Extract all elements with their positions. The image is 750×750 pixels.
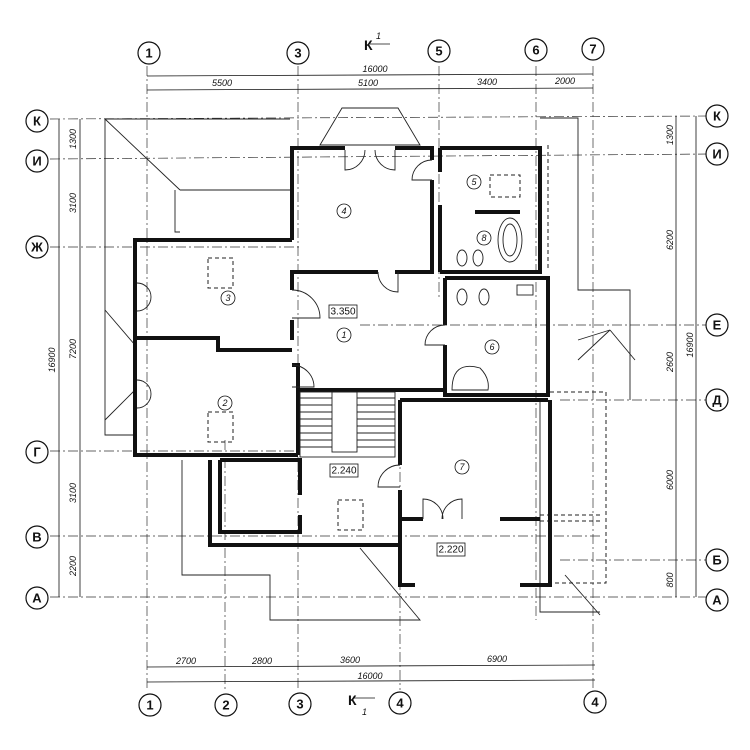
svg-text:5500: 5500 [212, 78, 232, 88]
dimension-labels-bottom: 2700 2800 3600 6900 16000 [175, 654, 507, 681]
svg-text:И: И [712, 147, 721, 162]
svg-text:Б: Б [712, 553, 721, 568]
room-8: 8 [476, 230, 492, 246]
svg-text:2000: 2000 [554, 76, 575, 86]
svg-text:1300: 1300 [68, 129, 78, 149]
axis-markers-bottom: 1 2 3 4 4 [138, 690, 607, 717]
svg-text:16000: 16000 [362, 64, 387, 74]
svg-text:В: В [32, 530, 41, 545]
svg-text:2600: 2600 [665, 352, 675, 373]
room-2: 2 [217, 395, 233, 411]
svg-text:3: 3 [225, 293, 230, 303]
svg-text:К: К [364, 37, 373, 53]
svg-text:3400: 3400 [477, 77, 497, 87]
svg-text:3600: 3600 [340, 655, 360, 665]
room-5: 5 [466, 174, 482, 190]
level-marks: 3.350 2.240 2.220 [328, 304, 466, 557]
svg-text:7: 7 [589, 42, 596, 57]
svg-text:К: К [348, 692, 357, 708]
svg-text:3100: 3100 [68, 483, 78, 503]
bathroom-fixtures [207, 174, 534, 531]
room-6: 6 [484, 339, 500, 355]
dimension-labels-top: 16000 5500 5100 3400 2000 [212, 64, 575, 88]
svg-text:4: 4 [591, 695, 599, 710]
level-2-220: 2.220 [436, 542, 466, 557]
room-7: 7 [454, 459, 470, 475]
svg-text:6900: 6900 [487, 654, 507, 664]
svg-text:1: 1 [146, 698, 153, 713]
svg-text:И: И [32, 154, 41, 169]
svg-text:4: 4 [341, 206, 346, 216]
svg-text:6: 6 [489, 342, 494, 352]
roof-outline [104, 107, 636, 621]
svg-text:2800: 2800 [251, 656, 272, 666]
axis-markers-right: К И Е Д Б А [705, 104, 729, 612]
svg-text:1: 1 [341, 330, 346, 340]
svg-text:3.350: 3.350 [330, 307, 355, 318]
svg-text:2: 2 [222, 698, 229, 713]
svg-text:6000: 6000 [665, 470, 675, 490]
svg-text:2200: 2200 [68, 556, 78, 577]
svg-text:Д: Д [712, 393, 722, 408]
svg-text:7: 7 [459, 462, 465, 472]
svg-text:6200: 6200 [665, 230, 675, 250]
svg-text:Ж: Ж [30, 240, 43, 255]
svg-text:1300: 1300 [665, 125, 675, 145]
room-3: 3 [220, 290, 236, 306]
svg-text:5: 5 [435, 44, 442, 59]
svg-text:1: 1 [376, 31, 381, 41]
room-labels: 1 2 3 4 5 6 7 8 [217, 174, 500, 475]
svg-text:800: 800 [665, 572, 675, 587]
svg-text:К: К [713, 109, 721, 124]
room-4: 4 [336, 203, 352, 219]
dimension-labels-right: 1300 6200 2600 6000 800 16900 [665, 125, 695, 588]
svg-text:1: 1 [362, 707, 367, 717]
svg-text:6: 6 [532, 43, 539, 58]
axis-markers-top: 1 3 5 6 7 [137, 37, 605, 65]
door-swings [136, 149, 463, 520]
svg-text:7200: 7200 [68, 339, 78, 359]
svg-text:4: 4 [396, 696, 404, 711]
svg-text:16900: 16900 [47, 347, 57, 372]
svg-text:16000: 16000 [357, 671, 382, 681]
level-2-240: 2.240 [329, 463, 359, 478]
svg-text:3: 3 [294, 46, 301, 61]
svg-text:А: А [712, 593, 722, 608]
svg-text:1: 1 [145, 46, 152, 61]
svg-text:Г: Г [33, 445, 41, 460]
svg-text:3: 3 [296, 697, 303, 712]
svg-text:А: А [32, 591, 42, 606]
svg-text:2: 2 [221, 398, 227, 408]
svg-text:5100: 5100 [358, 78, 378, 88]
room-1: 1 [336, 327, 352, 343]
svg-text:5: 5 [471, 177, 477, 187]
svg-text:Е: Е [713, 318, 722, 333]
svg-text:2.240: 2.240 [331, 466, 356, 477]
svg-text:К: К [33, 114, 41, 129]
grid-lines [49, 66, 711, 690]
svg-text:8: 8 [481, 233, 486, 243]
level-3-350: 3.350 [328, 304, 358, 319]
svg-text:2.220: 2.220 [438, 545, 463, 556]
section-mark-bottom: К 1 [348, 692, 375, 717]
svg-text:3100: 3100 [68, 193, 78, 213]
dimension-lines [58, 73, 697, 683]
staircase[interactable] [299, 391, 396, 458]
section-mark-top: К 1 [364, 31, 390, 53]
axis-markers-left: К И Ж Г В А [25, 109, 49, 610]
svg-text:2700: 2700 [175, 656, 196, 666]
dimension-labels-left: 1300 3100 7200 3100 2200 16900 [47, 129, 78, 577]
svg-text:16900: 16900 [685, 332, 695, 357]
